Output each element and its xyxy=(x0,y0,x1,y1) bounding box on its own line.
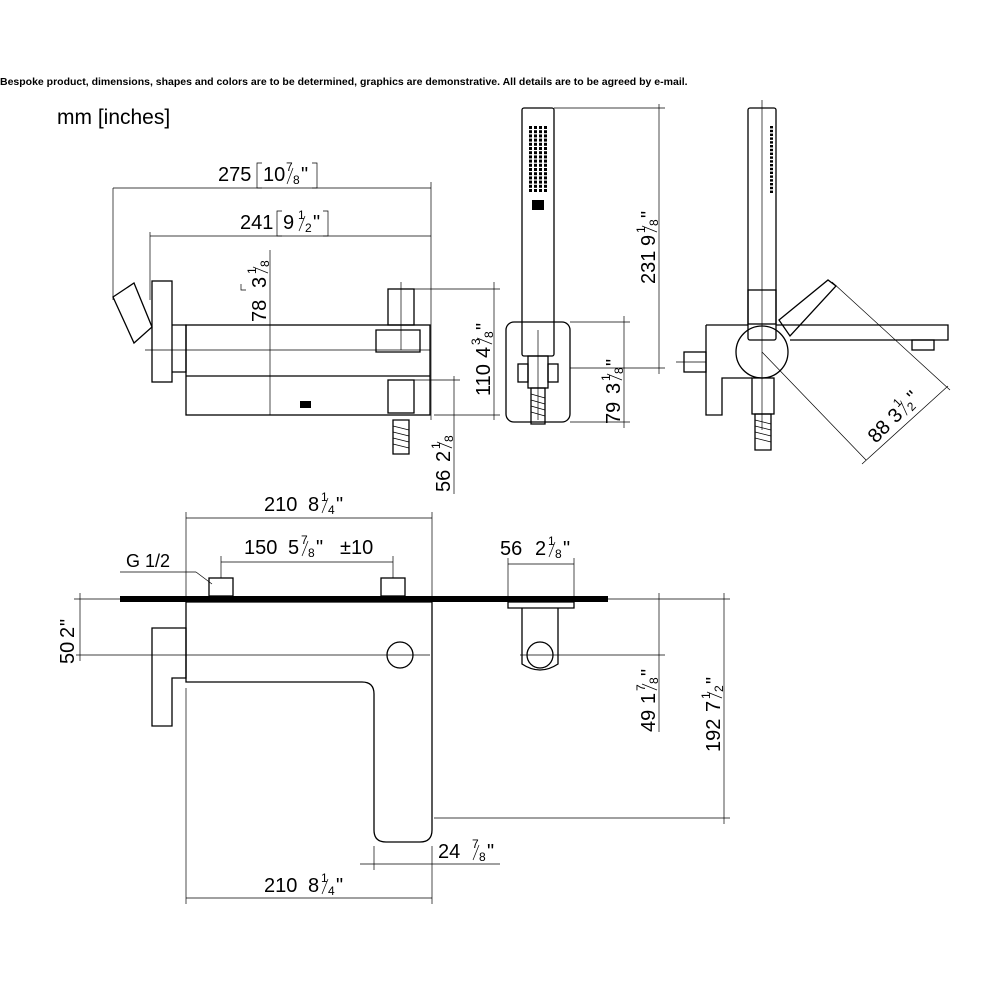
svg-text:7: 7 xyxy=(301,533,308,547)
svg-text:8: 8 xyxy=(258,260,272,267)
hand-shower-view: 231 9 1 8 " 79 3 1 8 " xyxy=(505,104,665,428)
dim-110-mm: 110 xyxy=(473,364,495,396)
svg-text:7: 7 xyxy=(286,160,293,174)
svg-text:2: 2 xyxy=(433,451,455,462)
dim-78-inch: 3 1 8 xyxy=(240,260,272,291)
dim-24-inch: 7 8 " xyxy=(472,837,494,864)
dim-88-inch: 3 1 2 " xyxy=(884,387,924,428)
svg-text:1: 1 xyxy=(634,226,648,233)
svg-text:4: 4 xyxy=(328,503,335,517)
svg-text:": " xyxy=(313,212,320,234)
dim-49-mm: 49 xyxy=(638,710,660,732)
dim-192-mm: 192 xyxy=(703,719,725,752)
svg-text:1: 1 xyxy=(548,534,555,548)
disclaimer-text: Bespoke product, dimensions, shapes and … xyxy=(0,76,688,88)
svg-text:1: 1 xyxy=(599,374,613,381)
svg-text:": " xyxy=(316,537,323,559)
svg-text:": " xyxy=(336,494,343,516)
svg-text:2: 2 xyxy=(305,221,312,235)
plan-view: 210 8 1 4 " 150 5 7 8 " ±10 G 1/2 xyxy=(57,490,730,904)
side-view: 88 3 1 2 " xyxy=(676,100,951,465)
dim-56v-mm: 56 xyxy=(433,470,455,492)
svg-text:": " xyxy=(638,669,660,676)
dim-24-mm: 24 xyxy=(438,841,460,863)
dim-110-inch: 4 3 8 " xyxy=(469,323,496,358)
svg-text:8: 8 xyxy=(647,219,661,226)
svg-text:8: 8 xyxy=(308,494,319,516)
dim-241-inch: 9 1 2 " xyxy=(276,208,329,237)
dim-150-mm: 150 xyxy=(244,537,277,559)
svg-text:8: 8 xyxy=(612,367,626,374)
dim-210-bottom-inch: 8 1 4 " xyxy=(308,871,343,898)
svg-text:1: 1 xyxy=(429,442,443,449)
svg-text:": " xyxy=(57,619,79,626)
svg-text:": " xyxy=(336,875,343,897)
svg-text:1: 1 xyxy=(298,208,305,222)
svg-text:8: 8 xyxy=(555,547,562,561)
svg-text:": " xyxy=(703,677,725,684)
svg-text:8: 8 xyxy=(293,173,300,187)
dim-210-top-mm: 210 xyxy=(264,494,297,516)
svg-text:2: 2 xyxy=(535,538,546,560)
dim-210-bottom-mm: 210 xyxy=(264,875,297,897)
svg-text:2: 2 xyxy=(57,627,79,638)
svg-text:8: 8 xyxy=(479,850,486,864)
dim-150-tolerance: ±10 xyxy=(340,537,373,559)
dim-50-inch: 2 " xyxy=(57,619,79,638)
svg-text:7: 7 xyxy=(634,684,648,691)
dim-210-top-inch: 8 1 4 " xyxy=(308,490,343,517)
dim-78-mm: 78 xyxy=(249,300,271,322)
dim-50-mm: 50 xyxy=(57,642,79,664)
svg-text:1: 1 xyxy=(321,871,328,885)
dim-192-inch: 7 1 2 " xyxy=(699,677,726,712)
svg-text:5: 5 xyxy=(288,537,299,559)
thread-label: G 1/2 xyxy=(126,551,170,571)
dim-56v-inch: 2 1 8 xyxy=(429,435,456,462)
svg-text:2: 2 xyxy=(712,685,726,692)
front-view: 275 10 7 8 " 241 9 1 2 " xyxy=(112,160,500,494)
dim-56h-inch: 2 1 8 " xyxy=(535,534,570,561)
svg-text:9: 9 xyxy=(283,212,294,234)
dim-241-mm: 241 xyxy=(240,212,273,234)
svg-text:7: 7 xyxy=(472,837,479,851)
nozzle-grid xyxy=(529,126,547,192)
svg-text:1: 1 xyxy=(245,267,259,274)
side-spray-holes xyxy=(770,126,773,193)
units-label: mm [inches] xyxy=(57,106,171,129)
svg-text:1: 1 xyxy=(321,490,328,504)
svg-text:": " xyxy=(301,164,308,186)
svg-text:": " xyxy=(638,211,660,218)
svg-text:": " xyxy=(603,359,625,366)
dim-88-mm: 88 xyxy=(864,416,895,447)
dim-231-mm: 231 xyxy=(638,251,660,284)
svg-text:8: 8 xyxy=(442,435,456,442)
dim-49-inch: 1 7 8 " xyxy=(634,669,661,704)
svg-text:": " xyxy=(487,841,494,863)
dim-79-inch: 3 1 8 " xyxy=(599,359,626,394)
dim-275-mm: 275 xyxy=(218,164,251,186)
svg-text:7: 7 xyxy=(703,701,725,712)
dim-150-inch: 5 7 8 " xyxy=(288,533,323,560)
dim-275-inch: 10 7 8 " xyxy=(256,160,318,189)
svg-text:": " xyxy=(473,323,495,330)
svg-text:8: 8 xyxy=(308,875,319,897)
dim-56h-mm: 56 xyxy=(500,538,522,560)
svg-text:3: 3 xyxy=(249,277,271,288)
svg-text:4: 4 xyxy=(328,884,335,898)
svg-text:8: 8 xyxy=(482,331,496,338)
svg-text:4: 4 xyxy=(473,347,495,358)
svg-text:1: 1 xyxy=(638,693,660,704)
svg-text:": " xyxy=(563,538,570,560)
svg-text:10: 10 xyxy=(263,164,285,186)
svg-text:9: 9 xyxy=(638,235,660,246)
dim-79-mm: 79 xyxy=(603,402,625,424)
svg-text:8: 8 xyxy=(308,546,315,560)
svg-text:3: 3 xyxy=(603,383,625,394)
dim-231-inch: 9 1 8 " xyxy=(634,211,661,246)
svg-text:8: 8 xyxy=(647,677,661,684)
svg-text:3: 3 xyxy=(469,338,483,345)
svg-text:1: 1 xyxy=(699,692,713,699)
